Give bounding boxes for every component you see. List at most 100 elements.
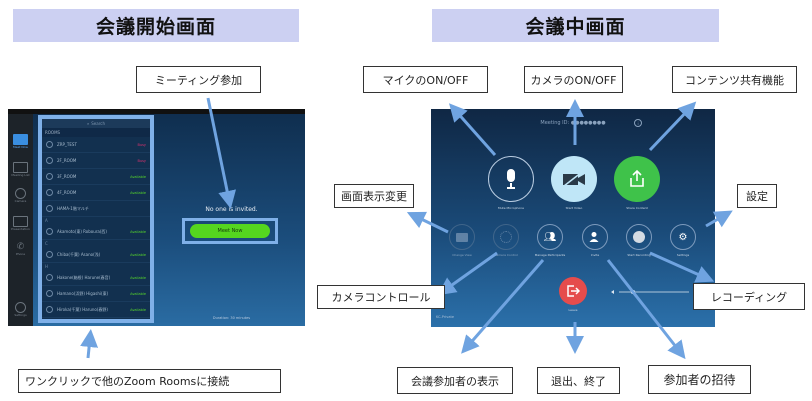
meet-now-button[interactable]: Meet Now <box>190 224 270 238</box>
share-content-label: Share Content <box>626 206 648 210</box>
sidebar-item-meet-now[interactable]: Meet Now <box>8 134 33 149</box>
room-name: Chiba(千葉) Asano(浅) <box>57 251 101 257</box>
callout-participants: 会議参加者の表示 <box>397 367 513 394</box>
duration-text[interactable]: Duration: 30 minutes <box>212 316 251 320</box>
sidebar-item-presentation[interactable]: Presentation <box>8 216 33 231</box>
room-radio-icon <box>46 141 53 148</box>
callout-one-click: ワンクリックで他のZoom Roomsに接続 <box>18 369 281 393</box>
start-recording-label: Start Recording <box>627 253 651 257</box>
sidebar-item-label: Meeting List <box>11 173 30 177</box>
room-list-item[interactable]: 4F_ROOM Available <box>42 185 150 201</box>
mute-microphone-button[interactable] <box>488 156 534 202</box>
room-list-item[interactable]: Hamano(浜野) Higashi(東)Available <box>42 286 150 302</box>
room-radio-icon <box>46 157 53 164</box>
room-radio-icon <box>46 306 53 313</box>
invite-button[interactable] <box>582 224 608 250</box>
room-radio-icon <box>46 251 53 258</box>
room-radio-icon <box>46 290 53 297</box>
room-name: 4F_ROOM <box>57 190 77 195</box>
share-content-button[interactable] <box>614 156 660 202</box>
room-name: HAMA-1階マルチ <box>57 205 89 211</box>
room-section-letter: C <box>45 241 48 246</box>
meet-now-highlight: Meet Now <box>182 218 278 244</box>
start-video-label: Start Video <box>565 206 583 210</box>
presentation-icon <box>13 216 28 227</box>
sidebar-item-meeting-list[interactable]: Meeting List <box>8 162 33 177</box>
room-status-badge: Available <box>130 307 146 312</box>
sidebar: Meet Now Meeting List Camera Presentatio… <box>8 114 33 326</box>
settings-button[interactable]: ⚙ <box>670 224 696 250</box>
room-radio-icon <box>46 205 53 212</box>
callout-layout: 画面表示変更 <box>334 184 414 208</box>
sidebar-item-label: Phone <box>15 252 26 256</box>
room-list-item[interactable]: Akamoto(東) Roboura(西)Available <box>42 224 150 240</box>
room-name: Hamano(浜野) Higashi(東) <box>57 290 109 296</box>
share-icon <box>630 169 644 187</box>
room-status-badge: Available <box>130 275 146 280</box>
sidebar-item-settings[interactable]: Settings <box>8 302 33 317</box>
section-title-start: 会議開始画面 <box>13 9 299 42</box>
volume-low-icon <box>611 290 614 294</box>
layout-icon <box>456 232 468 242</box>
sidebar-item-label: Presentation <box>11 227 30 231</box>
start-recording-button[interactable] <box>626 224 652 250</box>
room-status-badge: Busy <box>137 158 146 163</box>
meeting-id: Meeting ID: ●●●●●●●● <box>540 120 606 126</box>
room-status-badge: Available <box>130 174 146 179</box>
room-status-badge: Available <box>130 252 146 257</box>
settings-icon <box>15 302 26 313</box>
camera-control-label: Camera Control <box>494 253 518 257</box>
room-name: ZRP_TEST <box>57 142 77 147</box>
arrow-participants <box>461 259 545 354</box>
info-icon[interactable]: i <box>634 119 642 127</box>
room-radio-icon <box>46 274 53 281</box>
settings-label: Settings <box>676 253 690 257</box>
room-name: Hiroka(千葉) Haruno(春野) <box>57 306 108 312</box>
arrow-recording <box>649 251 715 283</box>
callout-leave: 退出、終了 <box>537 367 620 394</box>
meet-now-area: No one is invited. Meet Now Duration: 30… <box>158 114 305 326</box>
arrow-share <box>648 101 697 152</box>
room-name: Hakone(箱根) Harune(春音) <box>57 274 111 280</box>
status-bar <box>8 109 305 114</box>
meeting-start-screen: Meet Now Meeting List Camera Presentatio… <box>8 109 305 326</box>
callout-share: コンテンツ共有機能 <box>672 66 797 93</box>
search-input[interactable]: ⌕Search <box>42 119 150 128</box>
arrow-mic <box>449 103 497 156</box>
arrow-camera-control <box>437 251 498 296</box>
start-video-button[interactable] <box>551 156 597 202</box>
room-status-badge: Available <box>130 190 146 195</box>
room-section-letter: H <box>45 264 49 269</box>
change-view-button[interactable] <box>449 224 475 250</box>
room-list-item[interactable]: Chiba(千葉) Asano(浅) Available <box>42 247 150 263</box>
callout-camera-control: カメラコントロール <box>317 285 445 309</box>
mute-microphone-label: Mute Microphone <box>498 206 524 210</box>
arrow-join <box>206 97 237 209</box>
room-name: 3F_ROOM <box>57 174 77 179</box>
manage-participants-label: Manage Participants <box>534 253 566 257</box>
room-radio-icon <box>46 173 53 180</box>
room-list-item[interactable]: Hakone(箱根) Harune(春音) Available <box>42 270 150 286</box>
gear-icon: ⚙ <box>678 231 688 243</box>
arrow-invite <box>606 259 686 360</box>
room-list-item[interactable]: 3F_ROOM Available <box>42 169 150 185</box>
room-list-item[interactable]: ZRP_TEST Busy <box>42 137 150 153</box>
invite-icon <box>589 232 599 242</box>
sidebar-item-camera[interactable]: Camera <box>8 188 33 203</box>
room-list-item[interactable]: HAMA-1階マルチ <box>42 201 150 217</box>
room-list-item[interactable]: Hiroka(千葉) Haruno(春野) Available <box>42 302 150 318</box>
camera-control-button[interactable] <box>493 224 519 250</box>
manage-participants-button[interactable]: 👥︎ <box>537 224 563 250</box>
change-view-label: Change View <box>452 253 472 257</box>
invite-label: Invite <box>590 253 600 257</box>
callout-invite: 参加者の招待 <box>648 365 751 394</box>
sidebar-item-phone[interactable]: ✆ Phone <box>8 242 33 256</box>
in-meeting-screen: Meeting ID: ●●●●●●●● i Mute Microphone S… <box>431 109 715 327</box>
leave-button[interactable] <box>559 277 587 305</box>
room-radio-icon <box>46 228 53 235</box>
room-status-badge: Busy <box>137 142 146 147</box>
meet-now-icon <box>13 134 28 145</box>
